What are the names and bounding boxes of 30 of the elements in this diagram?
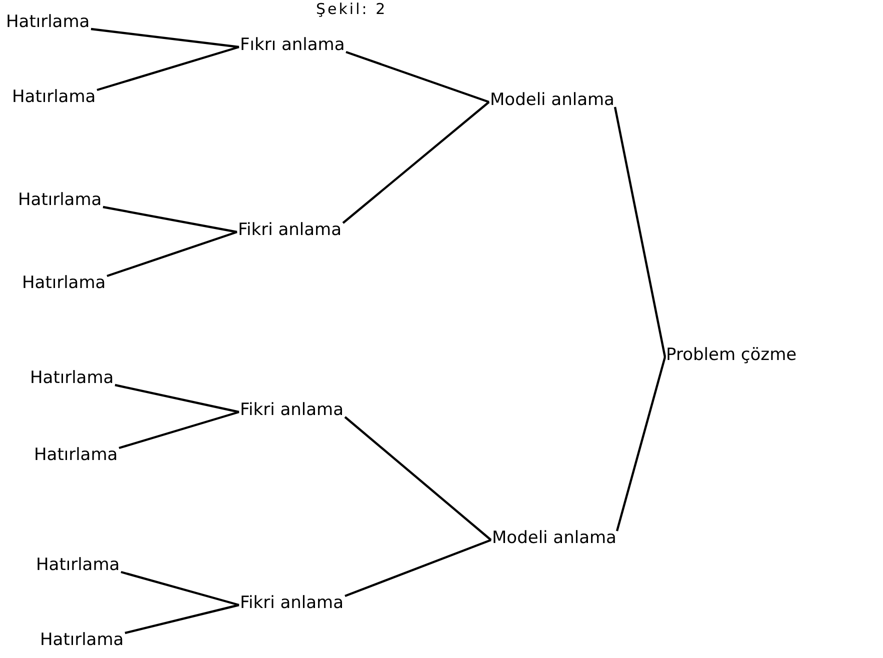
connector-line bbox=[90, 28, 240, 48]
connector-line bbox=[114, 384, 240, 414]
node-text: Hatırlama bbox=[36, 554, 120, 576]
node-text: Hatırlama bbox=[12, 86, 96, 108]
connector-line bbox=[102, 206, 238, 234]
connector-line bbox=[616, 356, 666, 532]
connector-line bbox=[106, 230, 238, 278]
connector-line bbox=[120, 570, 240, 606]
connector-line bbox=[344, 538, 492, 598]
node-text: Hatırlama bbox=[6, 11, 90, 33]
node-text: Fikri anlama bbox=[240, 399, 344, 421]
node-text: Hatırlama bbox=[40, 629, 124, 651]
node-text: Hatırlama bbox=[18, 189, 102, 211]
figure-title: Şekil: 2 bbox=[316, 0, 388, 18]
connector-line bbox=[342, 101, 490, 224]
node-text: Hatırlama bbox=[30, 367, 114, 389]
node-text: Fıkrı anlama bbox=[240, 34, 345, 56]
connector-line bbox=[344, 416, 492, 541]
connector-line bbox=[124, 604, 240, 634]
node-text: Problem çözme bbox=[666, 344, 797, 366]
node-text: Hatırlama bbox=[22, 272, 106, 294]
node-text: Fikri anlama bbox=[238, 219, 342, 241]
connector-line bbox=[346, 50, 490, 104]
node-text: Modeli anlama bbox=[492, 527, 616, 549]
node-text: Hatırlama bbox=[34, 444, 118, 466]
connector-line bbox=[96, 46, 240, 92]
node-text: Fikri anlama bbox=[240, 592, 344, 614]
connector-line bbox=[118, 410, 240, 450]
node-text: Modeli anlama bbox=[490, 89, 614, 111]
connector-line bbox=[614, 106, 666, 358]
